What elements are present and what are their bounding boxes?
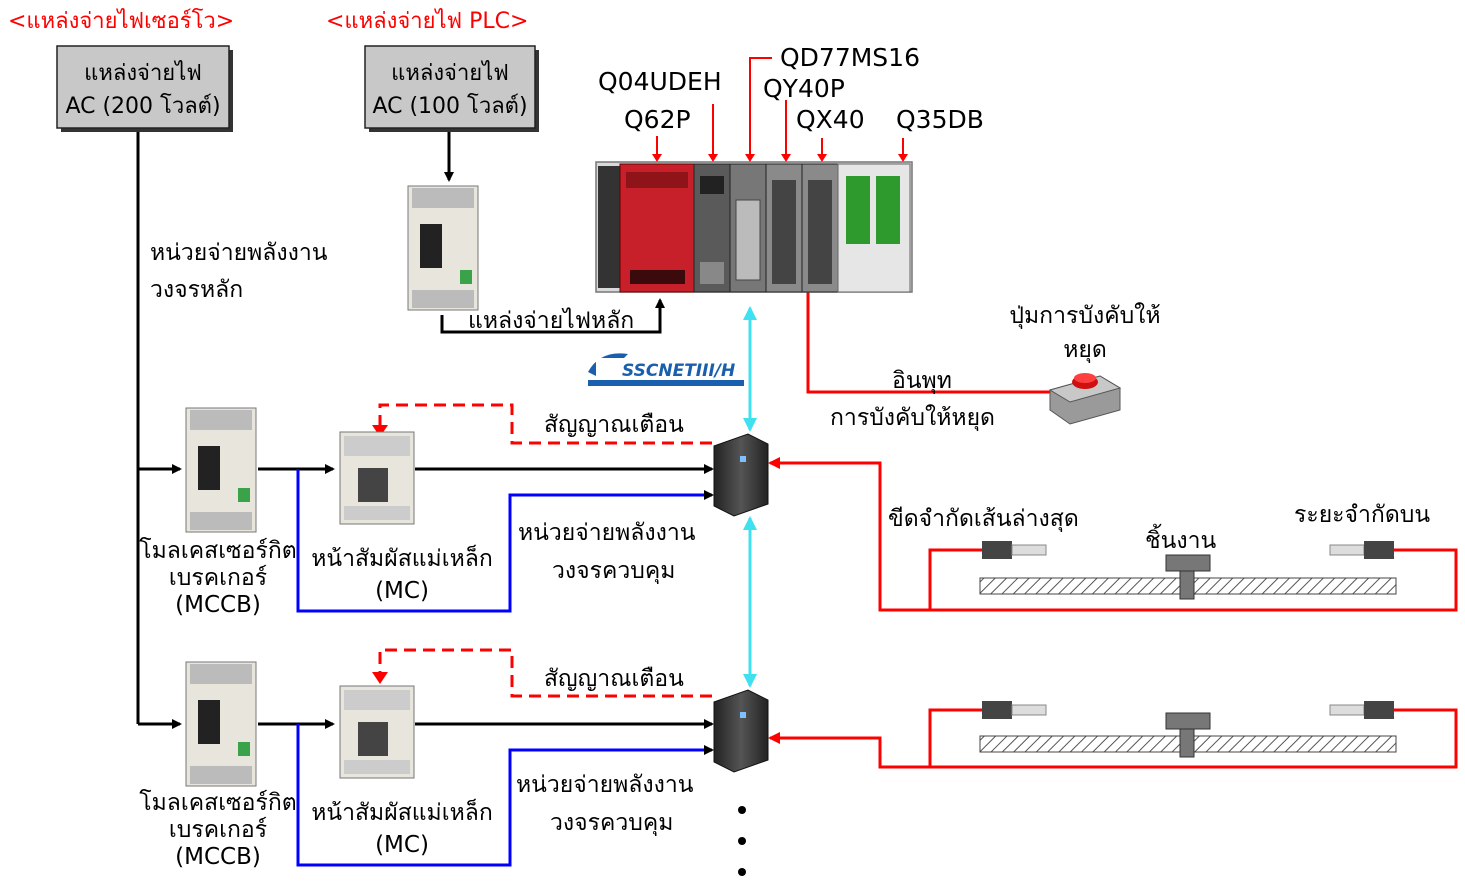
servo-ac-box-line1: แหล่งจ่ายไฟ bbox=[84, 60, 202, 86]
emergency-stop-button bbox=[1050, 373, 1120, 424]
mccb-1-label-line3: (MCCB) bbox=[175, 592, 261, 618]
lower-limit-switch-1 bbox=[982, 541, 1046, 559]
servo-amplifier-2 bbox=[714, 690, 768, 772]
mccb-2-label-line1: โมลเคสเซอร์กิต bbox=[139, 789, 296, 816]
plc-label-input: QX40 bbox=[796, 105, 865, 134]
mccb-1-label-line1: โมลเคสเซอร์กิต bbox=[139, 537, 296, 564]
axis-2 bbox=[980, 701, 1396, 757]
estop-button-label-line2: หยุด bbox=[1063, 337, 1107, 363]
mccb-2 bbox=[186, 662, 256, 786]
control-power-2-label-line1: หน่วยจ่ายพลังงาน bbox=[516, 772, 694, 798]
upper-limit-switch-1 bbox=[1330, 541, 1394, 559]
upper-limit-switch-2 bbox=[1330, 701, 1394, 719]
lower-limit-switch-2 bbox=[982, 701, 1046, 719]
magnetic-contactor-1 bbox=[340, 432, 414, 524]
estop-button-label-line1: ปุ่มการบังคับให้ bbox=[1009, 302, 1160, 329]
plc-rack bbox=[596, 162, 912, 292]
estop-input-label-line2: การบังคับให้หยุด bbox=[830, 404, 995, 431]
control-power-1-label-line2: วงจรควบคุม bbox=[552, 558, 675, 584]
plc-ac-supply-box: แหล่งจ่ายไฟ AC (100 โวลต์) bbox=[365, 46, 539, 132]
workpiece-label: ชิ้นงาน bbox=[1145, 524, 1216, 554]
continuation-dots bbox=[738, 806, 746, 876]
workpiece-1 bbox=[1166, 555, 1210, 571]
mc-1-label-line2: (MC) bbox=[375, 578, 429, 604]
mccb-2-label-line3: (MCCB) bbox=[175, 844, 261, 870]
plc-label-base: Q35DB bbox=[896, 105, 984, 134]
control-power-1-label-line1: หน่วยจ่ายพลังงาน bbox=[518, 520, 696, 546]
lower-limit-label: ขีดจำกัดเส้นล่างสุด bbox=[888, 506, 1079, 532]
mc-1-label-line1: หน้าสัมผัสแม่เหล็ก bbox=[311, 543, 493, 572]
mc-2-label-line2: (MC) bbox=[375, 832, 429, 858]
workpiece-2 bbox=[1166, 713, 1210, 729]
control-power-2-label-line2: วงจรควบคุม bbox=[550, 810, 673, 836]
mccb-1-label-line2: เบรคเกอร์ bbox=[169, 564, 267, 591]
mc-2-label-line1: หน้าสัมผัสแม่เหล็ก bbox=[311, 797, 493, 826]
sscnet-logo: SSCNETIII/H bbox=[588, 353, 744, 386]
mccb-1 bbox=[186, 408, 256, 532]
servo-ac-box-line2: AC (200 โวลต์) bbox=[65, 93, 220, 119]
plc-label-arrowheads bbox=[652, 154, 908, 162]
servo-amplifier-1 bbox=[714, 434, 768, 516]
plc-ac-box-line1: แหล่งจ่ายไฟ bbox=[391, 60, 509, 86]
plc-label-cpu: Q04UDEH bbox=[598, 67, 722, 96]
servo-ac-supply-box: แหล่งจ่ายไฟ AC (200 โวลต์) bbox=[57, 46, 233, 132]
main-power-label-line1: หน่วยจ่ายพลังงาน bbox=[150, 240, 328, 266]
plc-breaker bbox=[408, 186, 478, 310]
main-power-label-line2: วงจรหลัก bbox=[150, 277, 243, 303]
plc-label-power: Q62P bbox=[624, 105, 691, 134]
plc-main-power-label: แหล่งจ่ายไฟหลัก bbox=[468, 307, 634, 334]
mccb-2-label-line2: เบรคเกอร์ bbox=[169, 816, 267, 843]
alarm-label-2: สัญญาณเตือน bbox=[544, 666, 684, 692]
plc-label-motion: QD77MS16 bbox=[780, 43, 920, 72]
sscnet-logo-text: SSCNETIII/H bbox=[622, 361, 735, 381]
plc-label-output: QY40P bbox=[763, 74, 845, 103]
header-servo-supply: <แหล่งจ่ายไฟเซอร์โว> bbox=[8, 8, 234, 34]
magnetic-contactor-2 bbox=[340, 686, 414, 778]
upper-limit-label: ระยะจำกัดบน bbox=[1294, 502, 1430, 528]
estop-input-label-line1: อินพุท bbox=[892, 368, 952, 394]
alarm-label-1: สัญญาณเตือน bbox=[544, 412, 684, 438]
plc-ac-box-line2: AC (100 โวลต์) bbox=[372, 93, 527, 119]
header-plc-supply: <แหล่งจ่ายไฟ PLC> bbox=[326, 8, 528, 34]
